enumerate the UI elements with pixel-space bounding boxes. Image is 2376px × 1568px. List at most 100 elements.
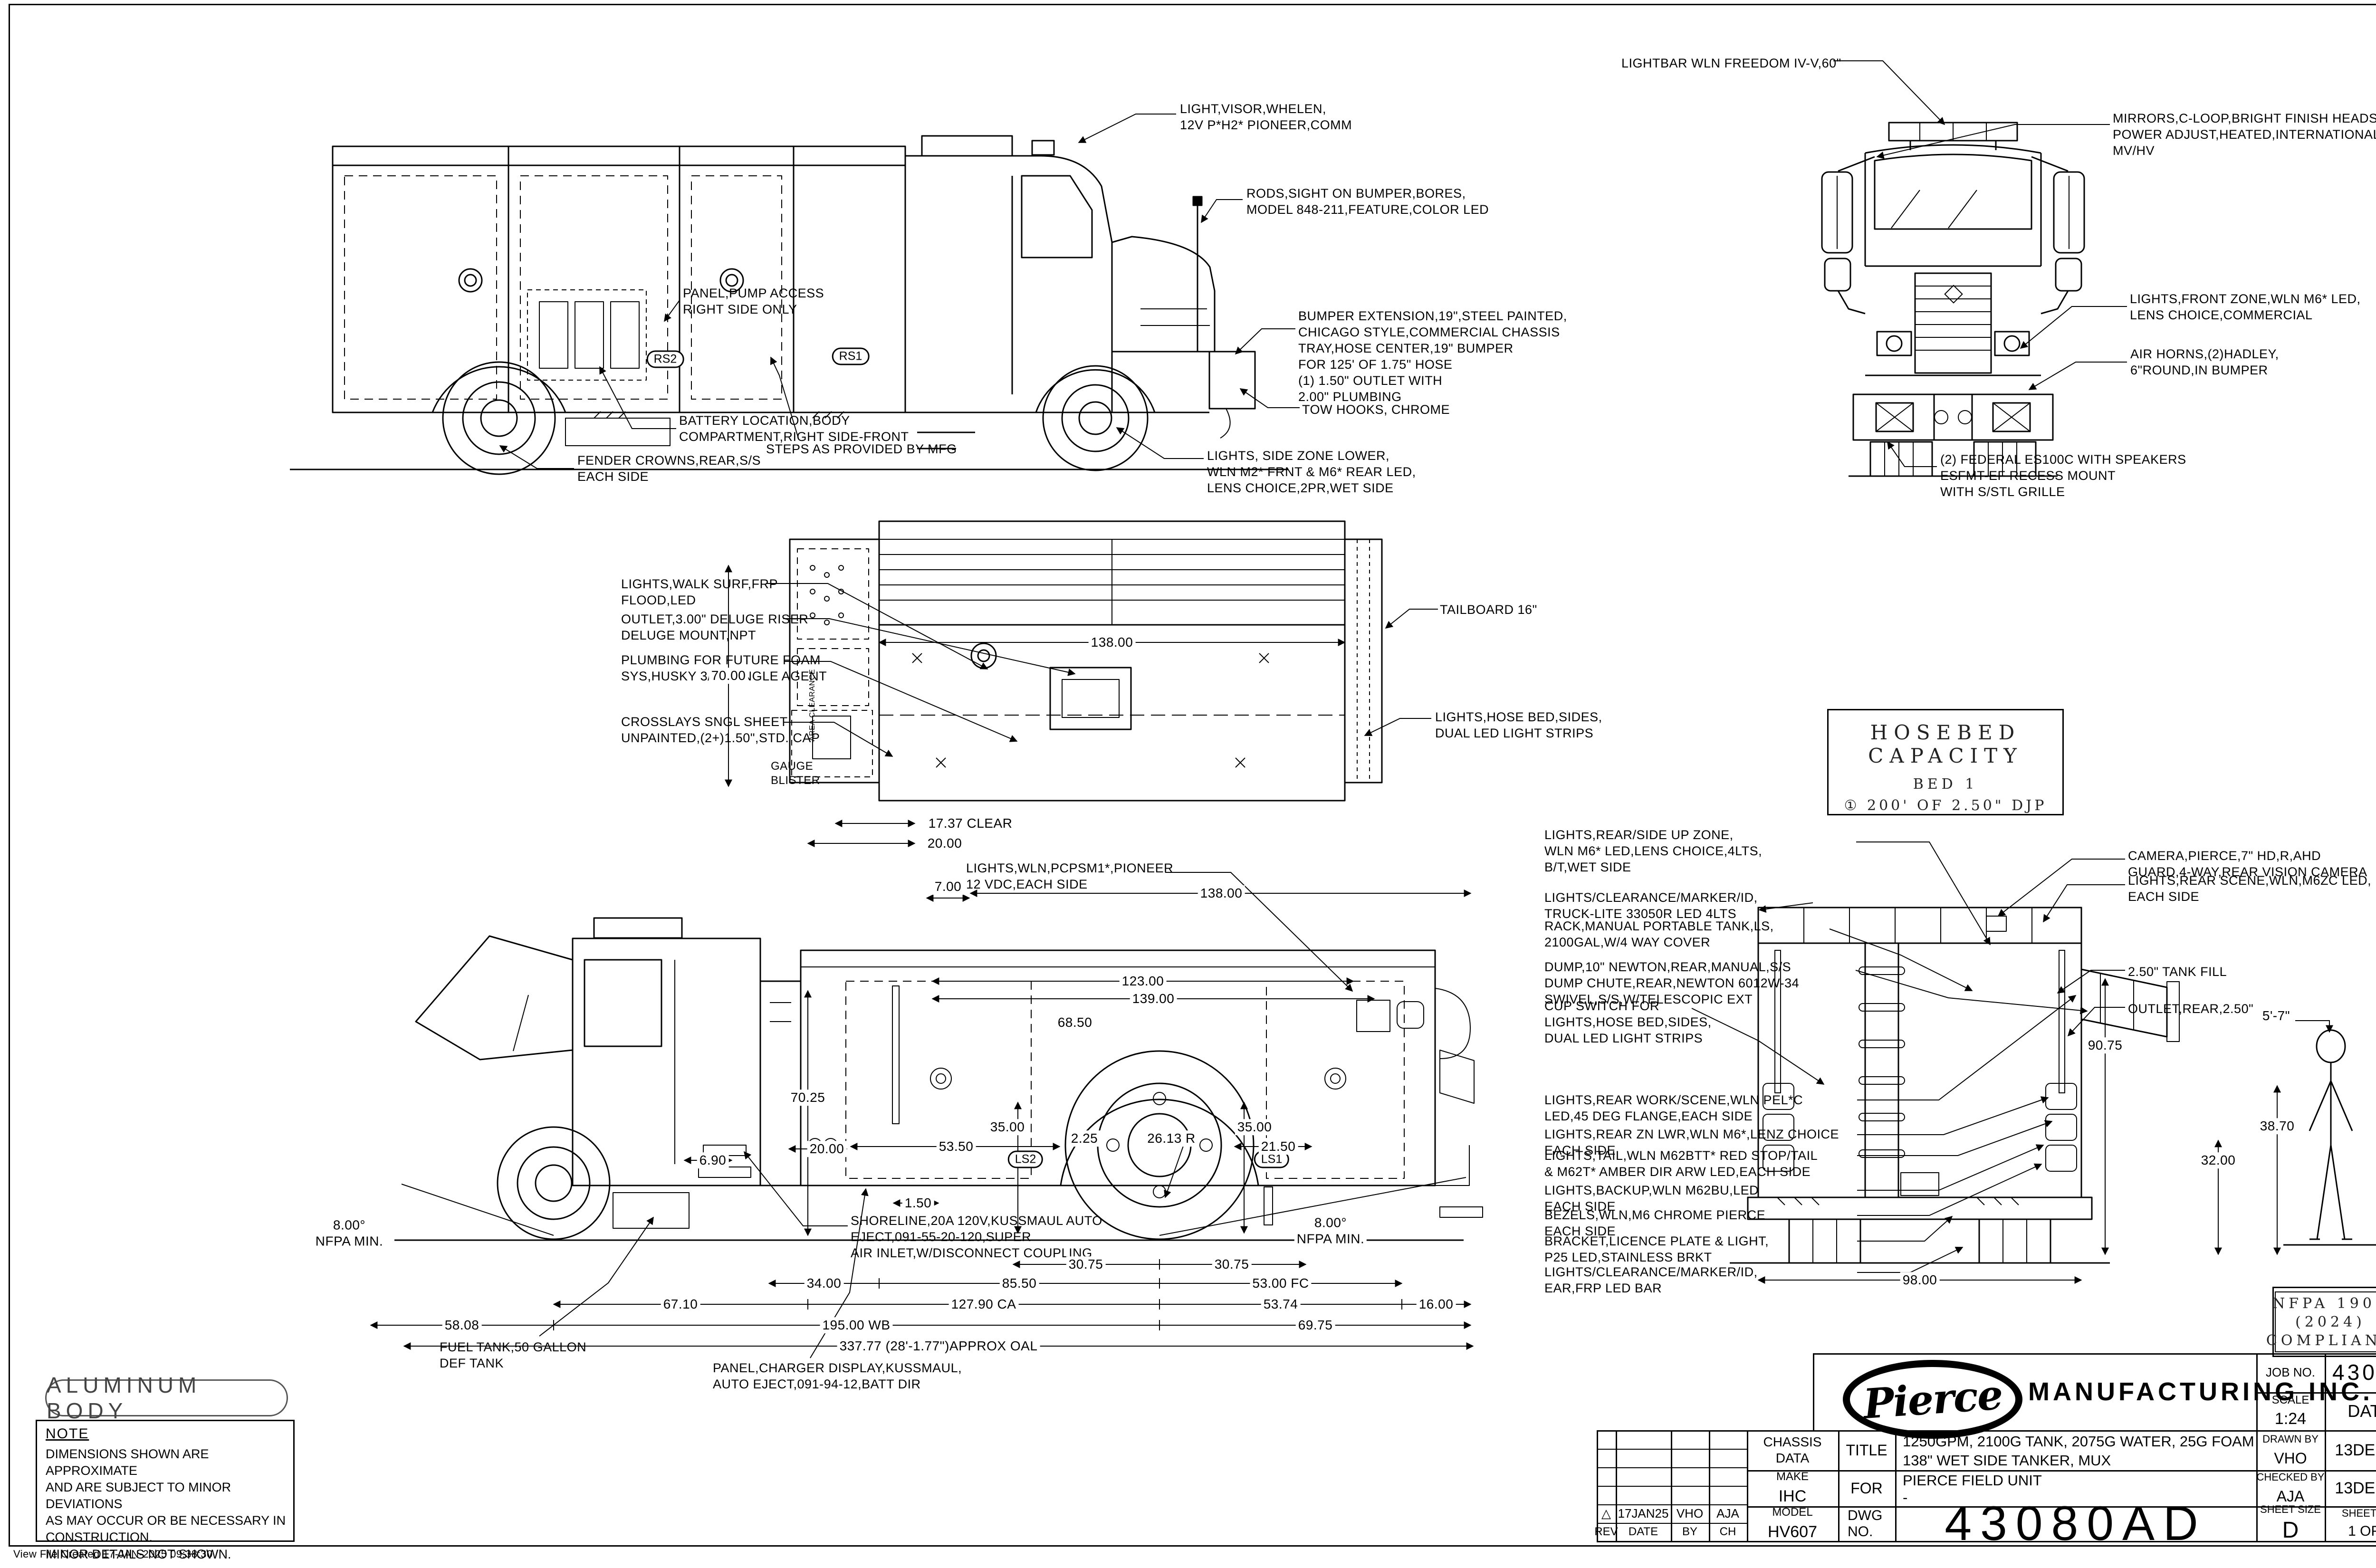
dim-35-00-b: 35.00 bbox=[1235, 1119, 1274, 1135]
dim-98-00: 98.00 bbox=[1900, 1272, 1940, 1288]
make-value: IHC bbox=[1778, 1487, 1807, 1505]
for-label: FOR bbox=[1850, 1479, 1883, 1497]
rev-date-value: 17JAN25 bbox=[1618, 1506, 1669, 1520]
dim-20-00-side: 20.00 bbox=[807, 1141, 847, 1157]
hosebed-capacity-title: HOSEBED CAPACITY bbox=[1868, 721, 2023, 767]
titleblock-line bbox=[1597, 1486, 1748, 1487]
callout-deluge-outlet: OUTLET,3.00" DELUGE RISER DELUGE MOUNT,N… bbox=[621, 612, 809, 643]
dim-53-50: 53.50 bbox=[936, 1138, 976, 1155]
hosebed-bed-label: BED 1 bbox=[1913, 776, 1978, 793]
job-no-label: JOB NO. bbox=[2265, 1365, 2315, 1380]
callout-visor-light: LIGHT,VISOR,WHELEN, 12V P*H2* PIONEER,CO… bbox=[1180, 102, 1352, 133]
titleblock-line bbox=[1813, 1353, 1814, 1430]
callout-shoreline: SHORELINE,20A 120V,KUSSMAUL AUTO EJECT,0… bbox=[851, 1214, 1102, 1261]
model-value: HV607 bbox=[1768, 1522, 1817, 1541]
dim-7-00: 7.00 bbox=[932, 879, 964, 895]
titleblock-line bbox=[2256, 1392, 2376, 1394]
note-text: DIMENSIONS SHOWN ARE APPROXIMATE AND ARE… bbox=[46, 1447, 286, 1561]
drawn-by-label: DRAWN BY bbox=[2262, 1433, 2319, 1445]
titleblock-line bbox=[1895, 1430, 1897, 1542]
rev-header: REV bbox=[1594, 1525, 1618, 1538]
scale-cell: SCALE 1:24 bbox=[2256, 1392, 2325, 1430]
model-label: MODEL bbox=[1772, 1505, 1813, 1519]
checked-by-cell: CHECKED BY AJA bbox=[2256, 1470, 2325, 1506]
rev-date-header: DATE bbox=[1628, 1525, 1658, 1538]
dim-90-75: 90.75 bbox=[2085, 1037, 2125, 1053]
checked-date: 13DEC24 bbox=[2335, 1479, 2376, 1497]
callout-air-horns: AIR HORNS,(2)HADLEY, 6"ROUND,IN BUMPER bbox=[2130, 347, 2279, 378]
dim-21-50: 21.50 bbox=[1258, 1138, 1298, 1155]
titleblock-line bbox=[1597, 1467, 1748, 1468]
dwg-no-value: 43080AD bbox=[1945, 1496, 2207, 1551]
callout-clearance-marker-id: LIGHTS/CLEARANCE/MARKER/ID, TRUCK-LITE 3… bbox=[1544, 890, 1758, 921]
dim-138-00-plan: 138.00 bbox=[1088, 634, 1136, 650]
titleblock-line bbox=[1813, 1353, 2376, 1355]
callout-steps: STEPS AS PROVIDED BY MFG bbox=[766, 442, 957, 456]
callout-rear-outlet: OUTLET,REAR,2.50" bbox=[2128, 1002, 2254, 1016]
callout-backup-lights: LIGHTS,BACKUP,WLN M62BU,LED EACH SIDE bbox=[1544, 1183, 1759, 1214]
rev-ch-value: AJA bbox=[1716, 1506, 1739, 1520]
callout-hosebed-lights: LIGHTS,HOSE BED,SIDES, DUAL LED LIGHT ST… bbox=[1435, 710, 1602, 741]
dim-85-50: 85.50 bbox=[999, 1275, 1039, 1291]
callout-sight-rods: RODS,SIGHT ON BUMPER,BORES, MODEL 848-21… bbox=[1246, 186, 1489, 217]
compartment-label-rs2: RS2 bbox=[646, 350, 684, 368]
plan-view-drawing bbox=[789, 520, 1383, 802]
callout-rear-zone-lower-lights: LIGHTS,REAR ZN LWR,WLN M6*,LENZ CHOICE E… bbox=[1544, 1127, 1839, 1158]
titleblock-line bbox=[1597, 1541, 2376, 1542]
chassis-data-label: CHASSIS DATA bbox=[1763, 1434, 1822, 1465]
front-view-drawing bbox=[1821, 122, 2085, 477]
titleblock-line bbox=[1597, 1449, 1748, 1450]
callout-tank-fill: 2.50" TANK FILL bbox=[2128, 965, 2227, 979]
sheet-size-cell: SHEET SIZE D bbox=[2256, 1503, 2325, 1543]
make-label: MAKE bbox=[1776, 1470, 1809, 1483]
title-line1: 1250GPM, 2100G TANK, 2075G WATER, 25G FO… bbox=[1903, 1433, 2254, 1450]
dim-138-00-side: 138.00 bbox=[1198, 885, 1245, 901]
dim-30-75-a: 30.75 bbox=[1066, 1256, 1106, 1272]
title-line2: 138" WET SIDE TANKER, MUX bbox=[1903, 1452, 2111, 1469]
callout-license-bracket: BRACKET,LICENCE PLATE & LIGHT, P25 LED,S… bbox=[1544, 1234, 1769, 1265]
callout-tow-hooks: TOW HOOKS, CHROME bbox=[1302, 402, 1450, 417]
sheet-size-value: D bbox=[2282, 1517, 2299, 1543]
callout-rear-work-scene-lights: LIGHTS,REAR WORK/SCENE,WLN PEL*C LED,45 … bbox=[1544, 1093, 1803, 1124]
callout-pump-access-panel: PANEL,PUMP ACCESS RIGHT SIDE ONLY bbox=[683, 286, 824, 317]
for-line2: - bbox=[1903, 1489, 1908, 1506]
callout-speakers: (2) FEDERAL ES100C WITH SPEAKERS ESFMT-E… bbox=[1940, 452, 2186, 499]
dim-32-00: 32.00 bbox=[2198, 1152, 2238, 1168]
dim-16-00: 16.00 bbox=[1416, 1296, 1456, 1312]
titleblock-line bbox=[2256, 1353, 2258, 1542]
scale-value: 1:24 bbox=[2274, 1410, 2307, 1428]
rear-view-drawing bbox=[1730, 907, 2376, 1264]
callout-mirrors: MIRRORS,C-LOOP,BRIGHT FINISH HEADS, POWE… bbox=[2113, 111, 2376, 158]
side-view-left-drawing bbox=[394, 917, 1483, 1241]
callout-pioneer-lights: LIGHTS,WLN,PCPSM1*,PIONEER 12 VDC,EACH S… bbox=[966, 861, 1174, 892]
hosebed-capacity-line: ① 200' OF 2.50" DJP bbox=[1844, 797, 2047, 814]
rev-symbol: △ bbox=[1601, 1506, 1611, 1520]
callout-lightbar: LIGHTBAR WLN FREEDOM IV-V,60" bbox=[1621, 56, 1841, 70]
dim-58-08: 58.08 bbox=[442, 1317, 482, 1333]
title-label: TITLE bbox=[1846, 1441, 1887, 1459]
rev-by-value: VHO bbox=[1676, 1506, 1704, 1520]
dim-67-10: 67.10 bbox=[661, 1296, 700, 1312]
dim-20-00-plan: 20.00 bbox=[925, 835, 965, 851]
sheet-border bbox=[9, 4, 2376, 1547]
dim-68-50: 68.50 bbox=[1055, 1014, 1095, 1031]
sheet-no-cell: SHEET NO. 1 OF 1 bbox=[2325, 1506, 2376, 1541]
callout-fuel-tank: FUEL TANK,50 GALLON DEF TANK bbox=[440, 1340, 587, 1371]
callout-tail-lights: LIGHTS,TAIL,WLN M62BTT* RED STOP/TAIL & … bbox=[1544, 1148, 1818, 1179]
dim-70-00: 70.00 bbox=[709, 668, 748, 684]
dim-5ft-7in: 5'-7" bbox=[2260, 1008, 2293, 1024]
titleblock-line bbox=[1597, 1504, 1748, 1505]
dim-34-00: 34.00 bbox=[804, 1275, 844, 1291]
date-label: DATE bbox=[2347, 1401, 2376, 1421]
nfpa-compliance-text: NFPA 1900 (2024) COMPLIANT bbox=[2266, 1291, 2376, 1352]
callout-front-zone-lights: LIGHTS,FRONT ZONE,WLN M6* LED, LENS CHOI… bbox=[2130, 292, 2361, 323]
view-file-footer: View File Created 17-JAN-2025 09:38:30 bbox=[13, 1548, 213, 1560]
checked-by-label: CHECKED BY bbox=[2256, 1471, 2325, 1483]
callout-rear-camera: CAMERA,PIERCE,7" HD,R,AHD GUARD,4-WAY,RE… bbox=[2128, 849, 2367, 880]
dim-nfpa-angle-rear: 8.00° NFPA MIN. bbox=[1294, 1214, 1367, 1247]
callout-fender-crowns: FENDER CROWNS,REAR,S/S EACH SIDE bbox=[577, 453, 761, 484]
dim-139-00: 139.00 bbox=[1130, 991, 1177, 1007]
callout-rear-scene-lights: LIGHTS,REAR SCENE,WLN,M6ZC LED, EACH SID… bbox=[2128, 873, 2372, 904]
note-box: NOTE DIMENSIONS SHOWN ARE APPROXIMATE AN… bbox=[36, 1420, 295, 1561]
scale-label: SCALE bbox=[2271, 1394, 2309, 1407]
